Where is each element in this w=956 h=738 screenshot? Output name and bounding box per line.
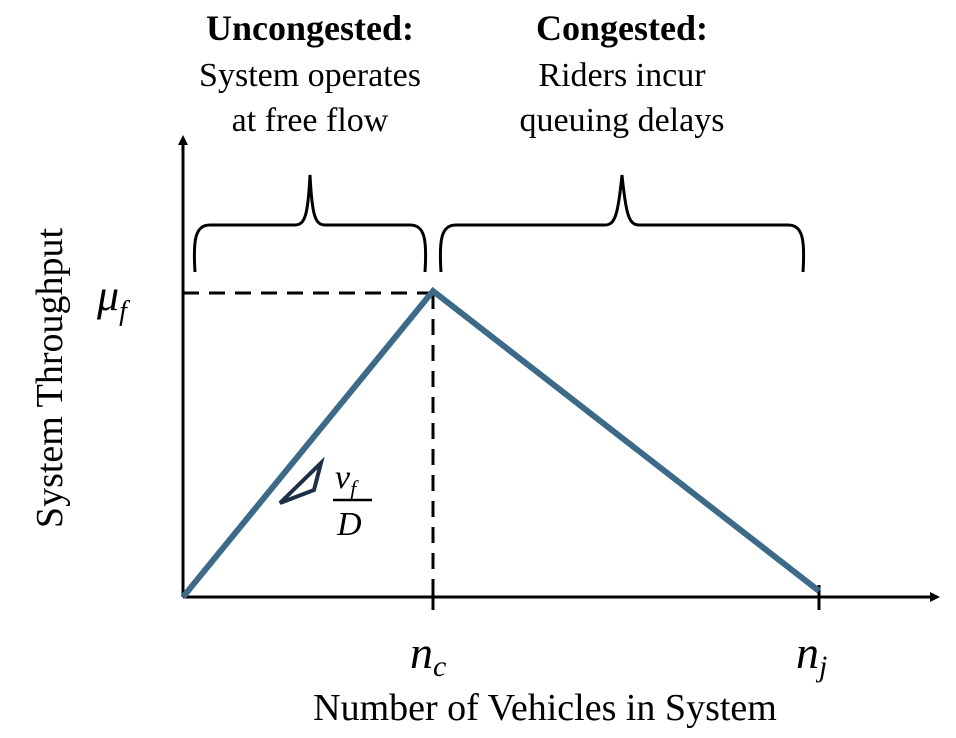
slope-triangle bbox=[278, 456, 325, 505]
congested-brace bbox=[438, 174, 806, 273]
x-axis-title: Number of Vehicles in System bbox=[313, 687, 777, 729]
throughput-curve bbox=[180, 286, 821, 599]
uncongested-title: Uncongested: bbox=[206, 8, 414, 48]
uncongested-line2: at free flow bbox=[232, 102, 389, 139]
congested-line1: Riders incur bbox=[538, 57, 706, 94]
nj-label: nj bbox=[796, 627, 827, 683]
uncongested-line1: System operates bbox=[199, 57, 421, 94]
y-axis-title: System Throughput bbox=[29, 227, 71, 528]
uncongested-brace bbox=[192, 174, 428, 273]
slope-denominator: D bbox=[336, 506, 362, 543]
nc-label: nc bbox=[410, 627, 446, 683]
slope-numerator: vf bbox=[335, 459, 359, 501]
congested-title: Congested: bbox=[536, 8, 708, 48]
congested-line2: queuing delays bbox=[520, 102, 725, 139]
mu-f-label: μf bbox=[96, 271, 130, 327]
